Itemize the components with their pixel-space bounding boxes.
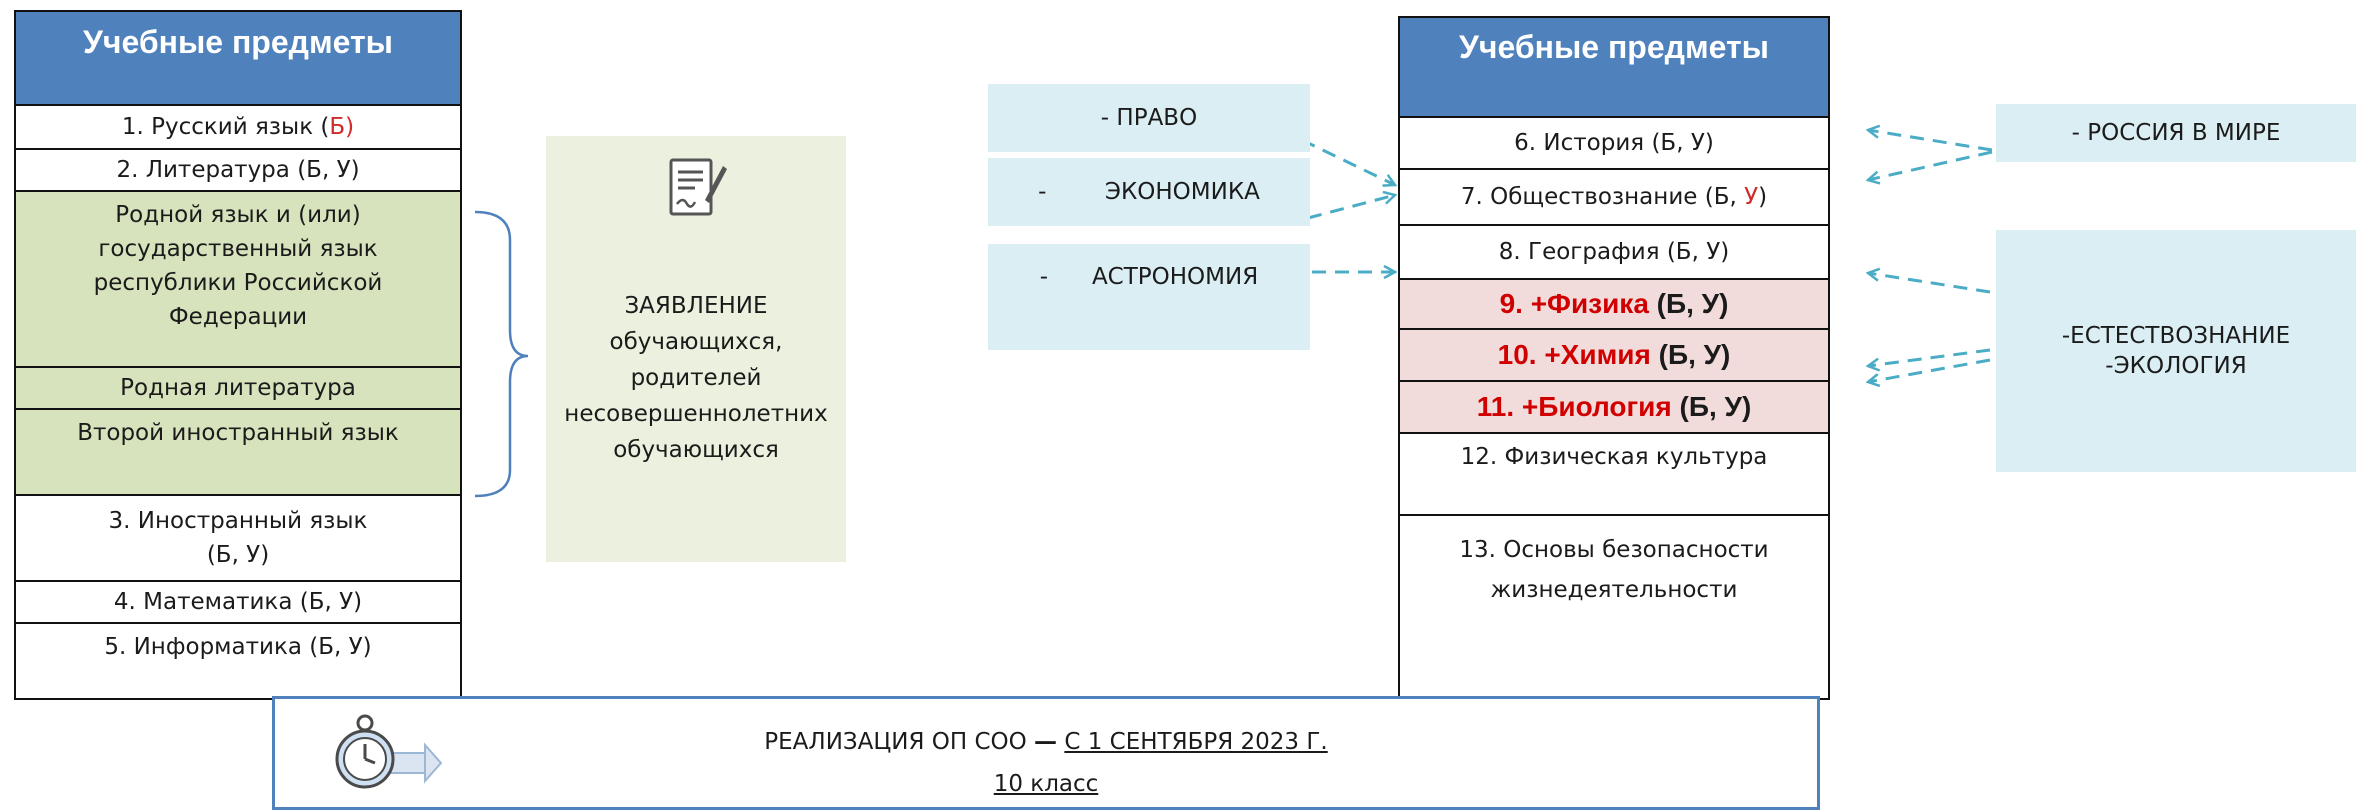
subject-physics: 9. +Физика (Б, У) xyxy=(1400,280,1828,330)
basic-level-mark: Б xyxy=(329,114,346,140)
subject-literature: 2. Литература (Б, У) xyxy=(16,150,460,192)
left-subjects-table: Учебные предметы 1. Русский язык (Б) 2. … xyxy=(14,10,462,700)
application-text: ЗАЯВЛЕНИЕ обучающихся, родителей несовер… xyxy=(564,293,828,463)
subject-second-foreign-language: Второй иностранный язык xyxy=(16,410,460,496)
subject-native-literature: Родная литература xyxy=(16,368,460,410)
note-natural-science: -ЕСТЕСТВОЗНАНИЕ -ЭКОЛОГИЯ xyxy=(1996,230,2356,472)
subject-geography: 8. География (Б, У) xyxy=(1400,226,1828,280)
arrow-science-3 xyxy=(1868,358,1991,382)
subject-history: 6. История (Б, У) xyxy=(1400,118,1828,170)
curly-brace xyxy=(474,210,529,498)
left-table-header: Учебные предметы xyxy=(16,12,460,106)
arrow-economy xyxy=(1307,195,1395,220)
arrow-science-2 xyxy=(1868,348,1991,366)
note-russia-in-world: - РОССИЯ В МИРЕ xyxy=(1996,104,2356,162)
implementation-title: РЕАЛИЗАЦИЯ ОП СОО — С 1 СЕНТЯБРЯ 2023 Г. xyxy=(764,729,1328,755)
subject-biology: 11. +Биология (Б, У) xyxy=(1400,382,1828,434)
subject-life-safety: 13. Основы безопасности жизнедеятельност… xyxy=(1459,537,1769,603)
note-astronomy: - АСТРОНОМИЯ xyxy=(988,244,1310,350)
right-table-header: Учебные предметы xyxy=(1400,18,1828,118)
arrow-russia-1 xyxy=(1868,130,1993,152)
subject-social-studies: 7. Обществознание (Б, У) xyxy=(1400,170,1828,226)
arrow-pravo xyxy=(1301,138,1395,185)
subject-chemistry: 10. +Химия (Б, У) xyxy=(1400,330,1828,382)
implementation-bar: РЕАЛИЗАЦИЯ ОП СОО — С 1 СЕНТЯБРЯ 2023 Г.… xyxy=(272,696,1820,810)
grade-label: 10 класс xyxy=(993,771,1099,797)
subject-physical-education: 12. Физическая культура xyxy=(1400,434,1828,516)
profile-level-mark: У xyxy=(1744,184,1759,210)
right-subjects-table: Учебные предметы 6. История (Б, У) 7. Об… xyxy=(1398,16,1830,700)
application-box: ЗАЯВЛЕНИЕ обучающихся, родителей несовер… xyxy=(546,136,846,562)
arrow-science-1 xyxy=(1868,273,1991,294)
stopwatch-arrow-icon xyxy=(333,711,443,793)
subject-foreign-language: 3. Иностранный язык (Б, У) xyxy=(16,496,460,582)
subject-russian: 1. Русский язык (Б) xyxy=(16,106,460,150)
subject-math: 4. Математика (Б, У) xyxy=(16,582,460,624)
note-pravo: - ПРАВО xyxy=(988,84,1310,152)
subject-native-language: Родной язык и (или) государственный язык… xyxy=(16,192,460,368)
arrow-russia-2 xyxy=(1868,150,1993,180)
subject-informatics: 5. Информатика (Б, У) xyxy=(104,634,372,660)
document-signing-icon xyxy=(665,148,727,238)
note-economy: - ЭКОНОМИКА xyxy=(988,158,1310,226)
